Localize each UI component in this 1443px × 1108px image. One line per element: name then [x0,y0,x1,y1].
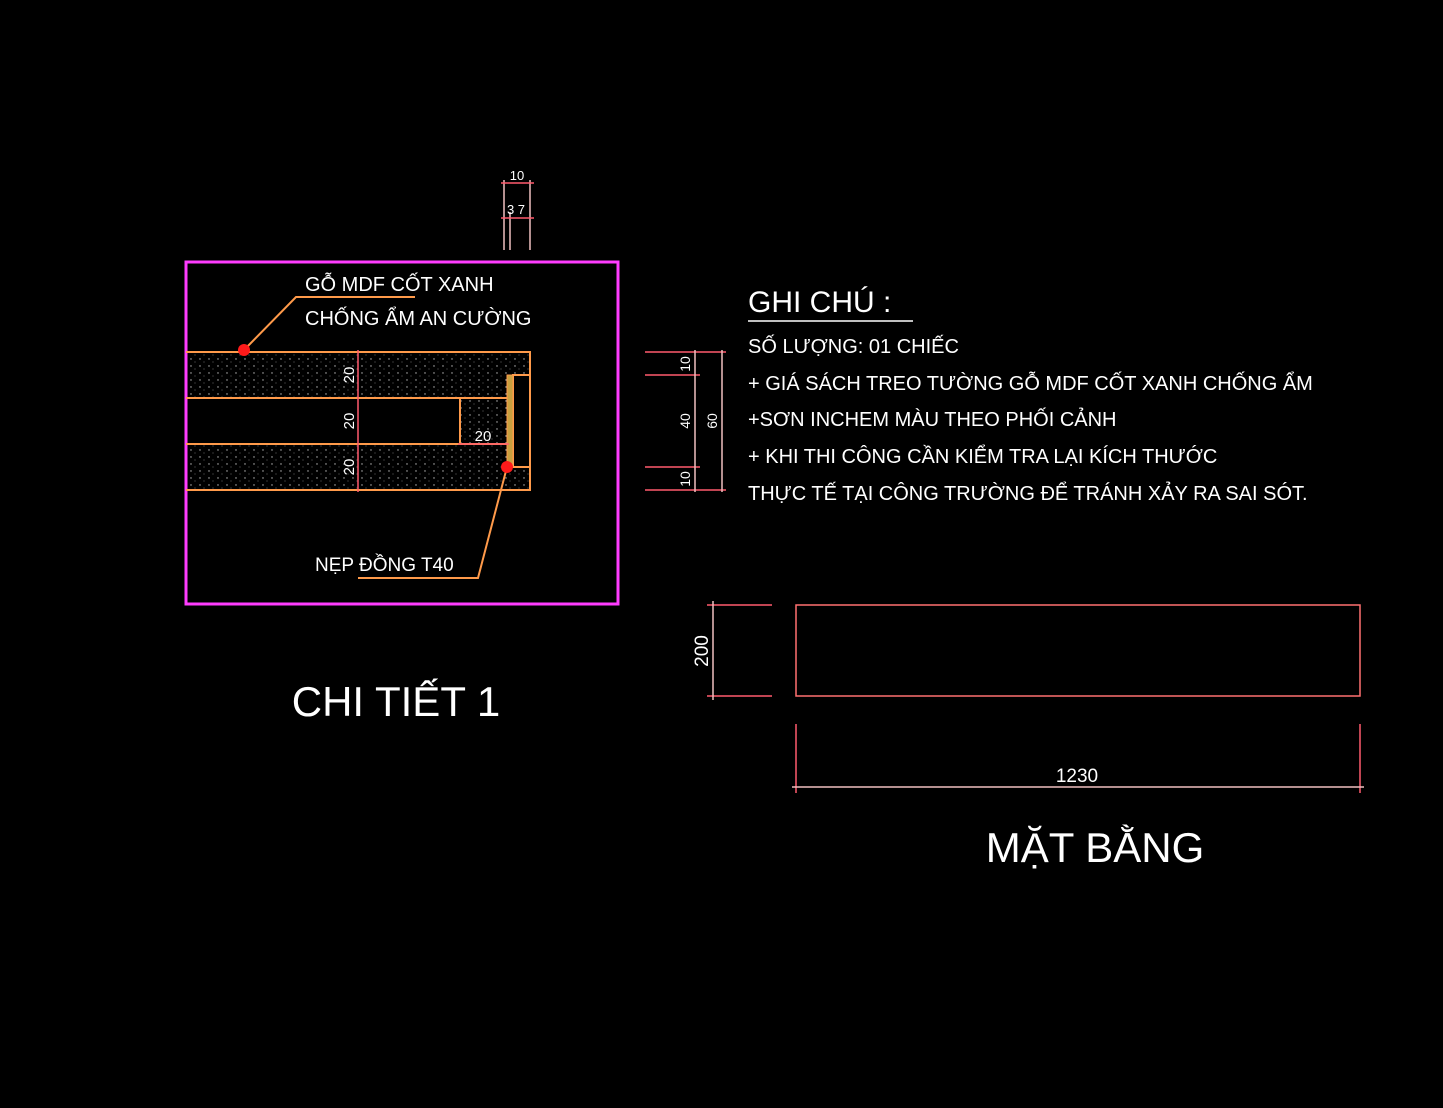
dim-top-split: 3 7 [507,202,525,217]
side-dimensions: 10 40 10 60 [645,350,726,492]
note-line: + KHI THI CÔNG CẦN KIỂM TRA LẠI KÍCH THƯ… [748,445,1217,468]
dim-core-width: 20 [475,428,492,445]
top-dimensions: 10 3 7 [501,168,534,250]
note-line: +SƠN INCHEM MÀU THEO PHỐI CẢNH [748,407,1117,431]
shelf-section [186,351,531,491]
layer-dimensions: 20 20 20 20 [341,350,509,492]
dim-layer-1: 20 [341,367,358,384]
marker-dot [501,461,513,473]
dim-side-middle: 40 [677,413,693,429]
note-line: + GIÁ SÁCH TREO TƯỜNG GỖ MDF CỐT XANH CH… [748,371,1313,395]
notes-title: GHI CHÚ : [748,286,891,319]
dim-layer-2: 20 [341,413,358,430]
detail-1: 10 3 7 20 20 20 20 [184,168,620,725]
trim-leader: NẸP ĐỒNG T40 [315,461,513,579]
dim-top-total: 10 [510,168,524,183]
dim-layer-3: 20 [341,459,358,476]
dim-side-top: 10 [677,356,693,372]
detail-frame [184,260,620,606]
dim-plan-length: 1230 [1056,766,1098,787]
notes: GHI CHÚ : SỐ LƯỢNG: 01 CHIẾC + GIÁ SÁCH … [748,286,1313,505]
dim-plan-depth: 200 [692,635,713,667]
note-line: SỐ LƯỢNG: 01 CHIẾC [748,334,959,358]
marker-dot [238,344,250,356]
plan-outline [795,604,1361,697]
material-label-line2: CHỐNG ẨM AN CƯỜNG [305,306,531,330]
trim-label: NẸP ĐỒNG T40 [315,554,454,576]
copper-trim-strip [506,374,514,468]
plan-title: MẶT BẰNG [986,824,1205,871]
material-label-line1: GỖ MDF CỐT XANH [305,272,494,296]
plan-view: 200 1230 MẶT BẰNG [692,601,1364,871]
detail-title: CHI TIẾT 1 [292,678,501,725]
material-leader: GỖ MDF CỐT XANH CHỐNG ẨM AN CƯỜNG [238,272,531,356]
note-line: THỰC TẾ TẠI CÔNG TRƯỜNG ĐỂ TRÁNH XẢY RA … [748,482,1308,505]
dim-side-bottom: 10 [677,471,693,487]
dim-side-total: 60 [704,413,720,429]
